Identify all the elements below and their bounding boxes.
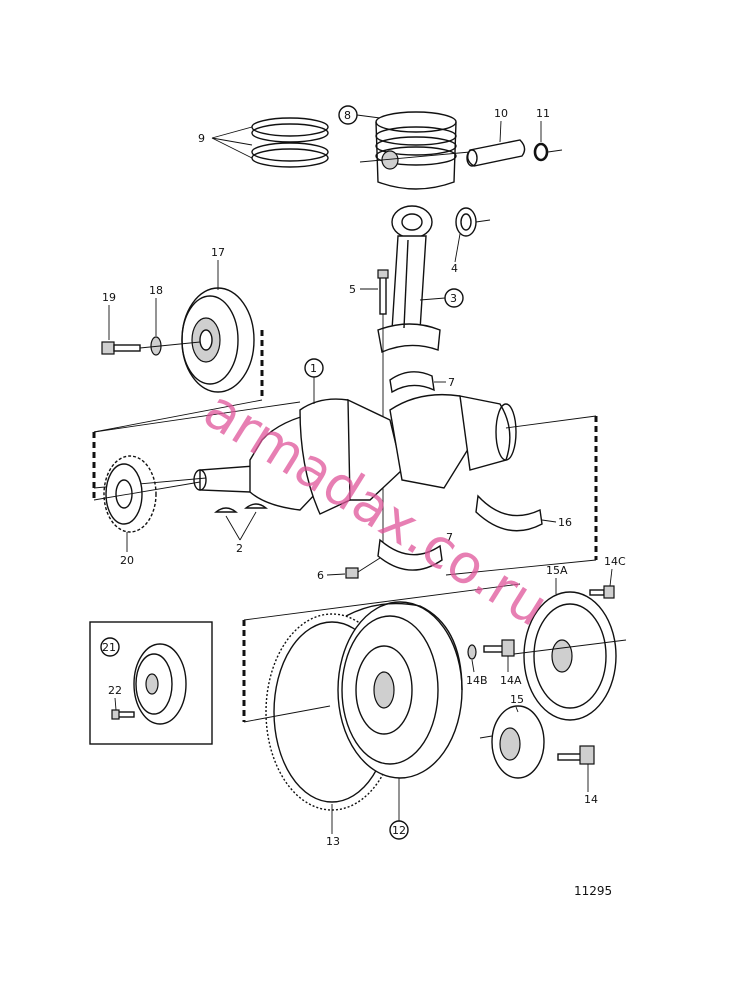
assembly-bracket-left	[92, 330, 301, 501]
svg-text:12: 12	[392, 824, 406, 837]
thrust-bearing-shell	[475, 494, 543, 532]
callout-22: 22	[108, 684, 122, 711]
svg-text:14C: 14C	[604, 555, 626, 568]
bearing-shell-upper	[389, 371, 435, 394]
svg-text:15: 15	[510, 693, 524, 706]
callout-20: 20	[120, 532, 134, 567]
svg-text:18: 18	[149, 284, 163, 297]
svg-text:22: 22	[108, 684, 122, 697]
svg-text:14: 14	[584, 793, 598, 806]
callout-16: 16	[541, 516, 572, 529]
callout-14c: 14C	[604, 555, 626, 587]
callout-7-lower: 7	[446, 531, 453, 544]
callout-21: 21	[100, 637, 120, 657]
svg-text:6: 6	[317, 569, 324, 582]
crankshaft-pulley	[181, 287, 255, 393]
flywheel-bolt	[483, 639, 515, 657]
bearing-shell-lower	[377, 538, 443, 571]
svg-text:13: 13	[326, 835, 340, 848]
callout-19: 19	[102, 291, 116, 340]
svg-text:14A: 14A	[500, 674, 522, 687]
hub-bolt	[557, 745, 595, 765]
piston-pin	[466, 139, 526, 167]
pulley-bolt	[101, 341, 201, 355]
callout-8: 8	[338, 105, 381, 125]
callout-2: 2	[225, 511, 257, 555]
callout-14a: 14A	[500, 656, 522, 687]
svg-text:8: 8	[344, 109, 351, 122]
svg-text:5: 5	[349, 283, 356, 296]
flywheel-bracket	[242, 583, 521, 723]
rod-nut	[345, 557, 381, 579]
flex-plate-bolt	[589, 585, 615, 599]
connecting-rod	[377, 205, 441, 353]
woodruff-keys	[214, 503, 268, 513]
callout-17: 17	[211, 246, 225, 290]
circlip	[533, 142, 563, 162]
callout-6: 6	[317, 569, 346, 582]
crankshaft	[93, 393, 517, 515]
flywheel	[337, 601, 463, 779]
svg-text:15A: 15A	[546, 564, 568, 577]
svg-text:21: 21	[102, 641, 116, 654]
callout-5: 5	[349, 283, 378, 296]
piston-rings	[251, 117, 329, 168]
callout-11: 11	[536, 107, 550, 142]
callout-7-upper: 7	[434, 376, 455, 389]
callout-14b: 14B	[466, 659, 488, 687]
svg-text:7: 7	[446, 531, 453, 544]
callout-1: 1	[304, 358, 324, 404]
svg-text:2: 2	[236, 542, 243, 555]
flywheel-washer	[467, 644, 477, 660]
inset-box	[89, 621, 213, 745]
callout-12: 12	[389, 778, 409, 840]
callout-3: 3	[419, 288, 464, 308]
crankshaft-gear	[103, 455, 157, 533]
drawing-number: 11295	[574, 884, 612, 898]
drive-hub	[479, 705, 545, 779]
svg-text:19: 19	[102, 291, 116, 304]
svg-text:16: 16	[558, 516, 572, 529]
callout-9: 9	[198, 126, 253, 159]
svg-text:1: 1	[310, 362, 317, 375]
svg-text:17: 17	[211, 246, 225, 259]
small-end-bushing	[455, 207, 491, 237]
svg-text:7: 7	[448, 376, 455, 389]
svg-text:3: 3	[450, 292, 457, 305]
assembly-bracket-right	[445, 415, 598, 576]
callout-15: 15	[510, 693, 524, 713]
callout-18: 18	[149, 284, 163, 336]
svg-text:20: 20	[120, 554, 134, 567]
piston	[359, 111, 471, 190]
svg-text:11: 11	[536, 107, 550, 120]
callout-4: 4	[451, 233, 461, 275]
callout-14: 14	[584, 764, 598, 806]
svg-text:10: 10	[494, 107, 508, 120]
callout-15a: 15A	[546, 564, 568, 594]
svg-text:9: 9	[198, 132, 205, 145]
svg-text:4: 4	[451, 262, 458, 275]
callout-13: 13	[326, 804, 340, 848]
flex-plate	[513, 591, 627, 721]
callout-10: 10	[494, 107, 508, 143]
svg-text:14B: 14B	[466, 674, 488, 687]
